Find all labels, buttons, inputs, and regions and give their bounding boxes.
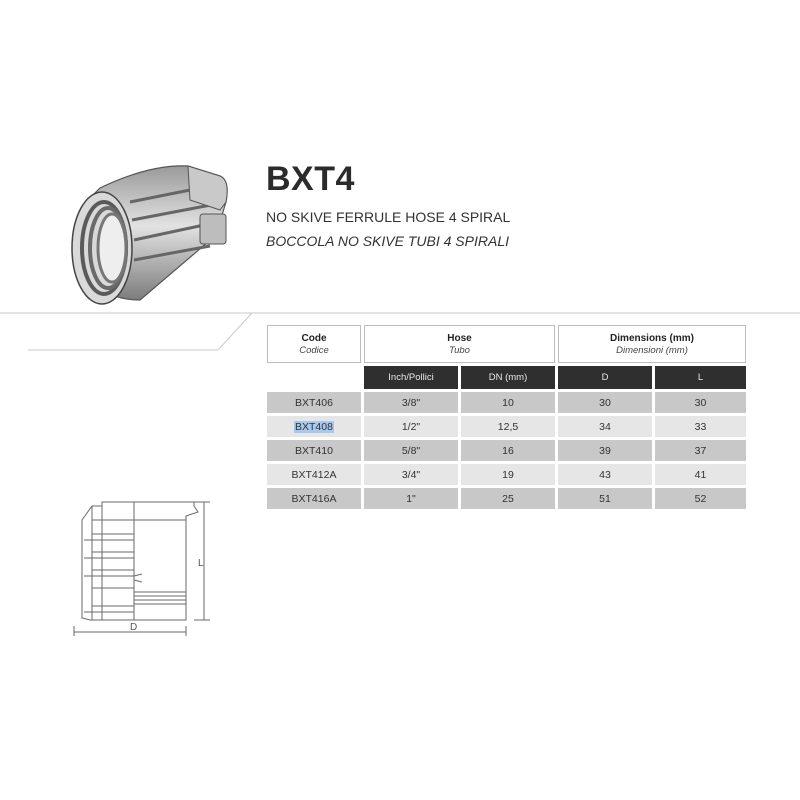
header-code: Code Codice bbox=[267, 325, 361, 363]
specifications-table: Code Codice Hose Tubo Dimensions (mm) Di… bbox=[264, 322, 749, 512]
cell-dn: 19 bbox=[461, 464, 555, 485]
cell-l: 41 bbox=[655, 464, 746, 485]
cell-d: 43 bbox=[558, 464, 652, 485]
cell-dn: 10 bbox=[461, 392, 555, 413]
cell-inch: 5/8" bbox=[364, 440, 458, 461]
cell-code: BXT410 bbox=[267, 440, 361, 461]
column-d: D bbox=[558, 366, 652, 389]
cell-dn: 16 bbox=[461, 440, 555, 461]
table-row: BXT406 3/8" 10 30 30 bbox=[267, 392, 746, 413]
column-l: L bbox=[655, 366, 746, 389]
cell-l: 37 bbox=[655, 440, 746, 461]
cell-code: BXT412A bbox=[267, 464, 361, 485]
cell-code[interactable]: BXT408 bbox=[267, 416, 361, 437]
cell-dn: 12,5 bbox=[461, 416, 555, 437]
ferrule-technical-drawing: D L bbox=[73, 501, 210, 636]
cell-d: 51 bbox=[558, 488, 652, 509]
cell-l: 33 bbox=[655, 416, 746, 437]
header-hose: Hose Tubo bbox=[364, 325, 555, 363]
highlighted-code[interactable]: BXT408 bbox=[294, 420, 334, 433]
cell-code: BXT406 bbox=[267, 392, 361, 413]
cell-inch: 1/2" bbox=[364, 416, 458, 437]
cell-inch: 1" bbox=[364, 488, 458, 509]
cell-l: 30 bbox=[655, 392, 746, 413]
product-code-title: BXT4 bbox=[266, 160, 355, 198]
cell-d: 34 bbox=[558, 416, 652, 437]
table-row: BXT410 5/8" 16 39 37 bbox=[267, 440, 746, 461]
cell-d: 39 bbox=[558, 440, 652, 461]
cell-dn: 25 bbox=[461, 488, 555, 509]
cell-inch: 3/4" bbox=[364, 464, 458, 485]
cell-d: 30 bbox=[558, 392, 652, 413]
ferrule-product-image bbox=[71, 165, 228, 305]
cell-l: 52 bbox=[655, 488, 746, 509]
header-blank-cell bbox=[267, 366, 361, 389]
header-dimensions: Dimensions (mm) Dimensioni (mm) bbox=[558, 325, 746, 363]
table-row: BXT408 1/2" 12,5 34 33 bbox=[267, 416, 746, 437]
dimension-label-l: L bbox=[198, 558, 204, 569]
table-row: BXT412A 3/4" 19 43 41 bbox=[267, 464, 746, 485]
table-row: BXT416A 1" 25 51 52 bbox=[267, 488, 746, 509]
column-inch: Inch/Pollici bbox=[364, 366, 458, 389]
dimension-label-d: D bbox=[130, 622, 137, 633]
product-name-italian: BOCCOLA NO SKIVE TUBI 4 SPIRALI bbox=[266, 233, 509, 249]
product-name-english: NO SKIVE FERRULE HOSE 4 SPIRAL bbox=[266, 209, 511, 225]
column-dn: DN (mm) bbox=[461, 366, 555, 389]
cell-inch: 3/8" bbox=[364, 392, 458, 413]
cell-code: BXT416A bbox=[267, 488, 361, 509]
